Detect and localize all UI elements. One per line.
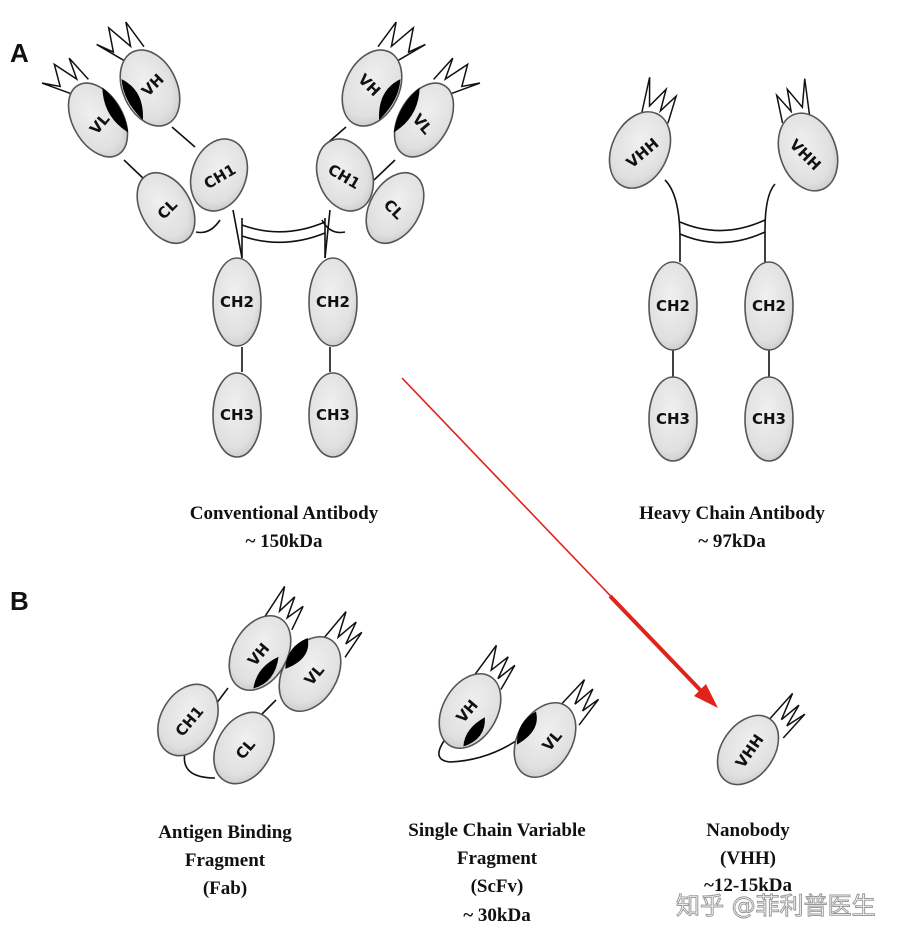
ch2-domain-left: CH2 xyxy=(648,261,698,351)
ch2-domain-right: CH2 xyxy=(308,257,358,347)
caption-scfv-line2: Fragment xyxy=(457,848,538,869)
caption-fab-line3: (Fab) xyxy=(203,878,247,899)
ch3-domain-left: CH3 xyxy=(648,376,698,462)
ch3-domain-right: CH3 xyxy=(308,372,358,458)
ch3-label: CH3 xyxy=(656,410,690,428)
cl-domain-left: CL xyxy=(136,171,196,245)
heavy-chain-antibody: VHH VHH CH2 CH2 CH3 CH3 xyxy=(608,77,839,462)
cl-domain: CL xyxy=(213,711,275,785)
ch2-label: CH2 xyxy=(220,293,254,311)
vl-domain-right: VL xyxy=(393,57,481,158)
fab-fragment: VH VL CH1 CL xyxy=(157,585,363,785)
ch3-label: CH3 xyxy=(220,406,254,424)
conventional-antibody: VL VH CL CH1 VH V xyxy=(41,21,481,458)
vl-domain: VL xyxy=(278,611,363,712)
ch1-domain-left: CH1 xyxy=(189,138,249,212)
caption-scfv-line1: Single Chain Variable xyxy=(408,820,585,841)
ch2-domain-left: CH2 xyxy=(212,257,262,347)
vhh-domain-right: VHH xyxy=(775,78,839,192)
caption-heavy-chain-mass: ~ 97kDa xyxy=(698,531,766,552)
arrow-thick-segment xyxy=(608,594,708,698)
caption-scfv-line4: ~ 30kDa xyxy=(463,905,531,926)
vh-domain-left: VH xyxy=(96,21,181,127)
panel-label-a: A xyxy=(10,38,29,68)
vh-domain: VH xyxy=(438,644,516,749)
ch2-label: CH2 xyxy=(752,297,786,315)
nanobody-vhh: VHH xyxy=(716,692,806,786)
ch3-domain-right: CH3 xyxy=(744,376,794,462)
ch1-domain-right: CH1 xyxy=(315,138,375,212)
caption-conventional-mass: ~ 150kDa xyxy=(246,531,323,552)
panel-label-b: B xyxy=(10,586,29,616)
vh-domain: VH xyxy=(228,585,304,691)
ch3-domain-left: CH3 xyxy=(212,372,262,458)
vhh-domain-left: VHH xyxy=(608,77,678,189)
watermark: 知乎 @菲利普医生 xyxy=(676,892,876,920)
caption-scfv-line3: (ScFv) xyxy=(471,876,524,897)
caption-heavy-chain-title: Heavy Chain Antibody xyxy=(639,503,825,524)
ch2-domain-right: CH2 xyxy=(744,261,794,351)
vl-domain: VL xyxy=(513,679,600,778)
caption-fab-line1: Antigen Binding xyxy=(158,822,292,843)
caption-nanobody-line1: Nanobody xyxy=(706,820,790,841)
caption-nanobody-line2: (VHH) xyxy=(720,848,776,869)
ch2-label: CH2 xyxy=(656,297,690,315)
vh-domain-right: VH xyxy=(341,21,426,127)
caption-conventional-title: Conventional Antibody xyxy=(190,503,379,524)
ch1-domain: CH1 xyxy=(157,683,219,757)
ch3-label: CH3 xyxy=(752,410,786,428)
vl-domain-left: VL xyxy=(41,57,129,158)
caption-fab-line2: Fragment xyxy=(185,850,266,871)
cl-domain-right: CL xyxy=(365,171,425,245)
ch2-label: CH2 xyxy=(316,293,350,311)
caption-nanobody-line3: ~12-15kDa xyxy=(704,875,792,896)
scfv-fragment: VH VL xyxy=(438,644,600,778)
ch3-label: CH3 xyxy=(316,406,350,424)
